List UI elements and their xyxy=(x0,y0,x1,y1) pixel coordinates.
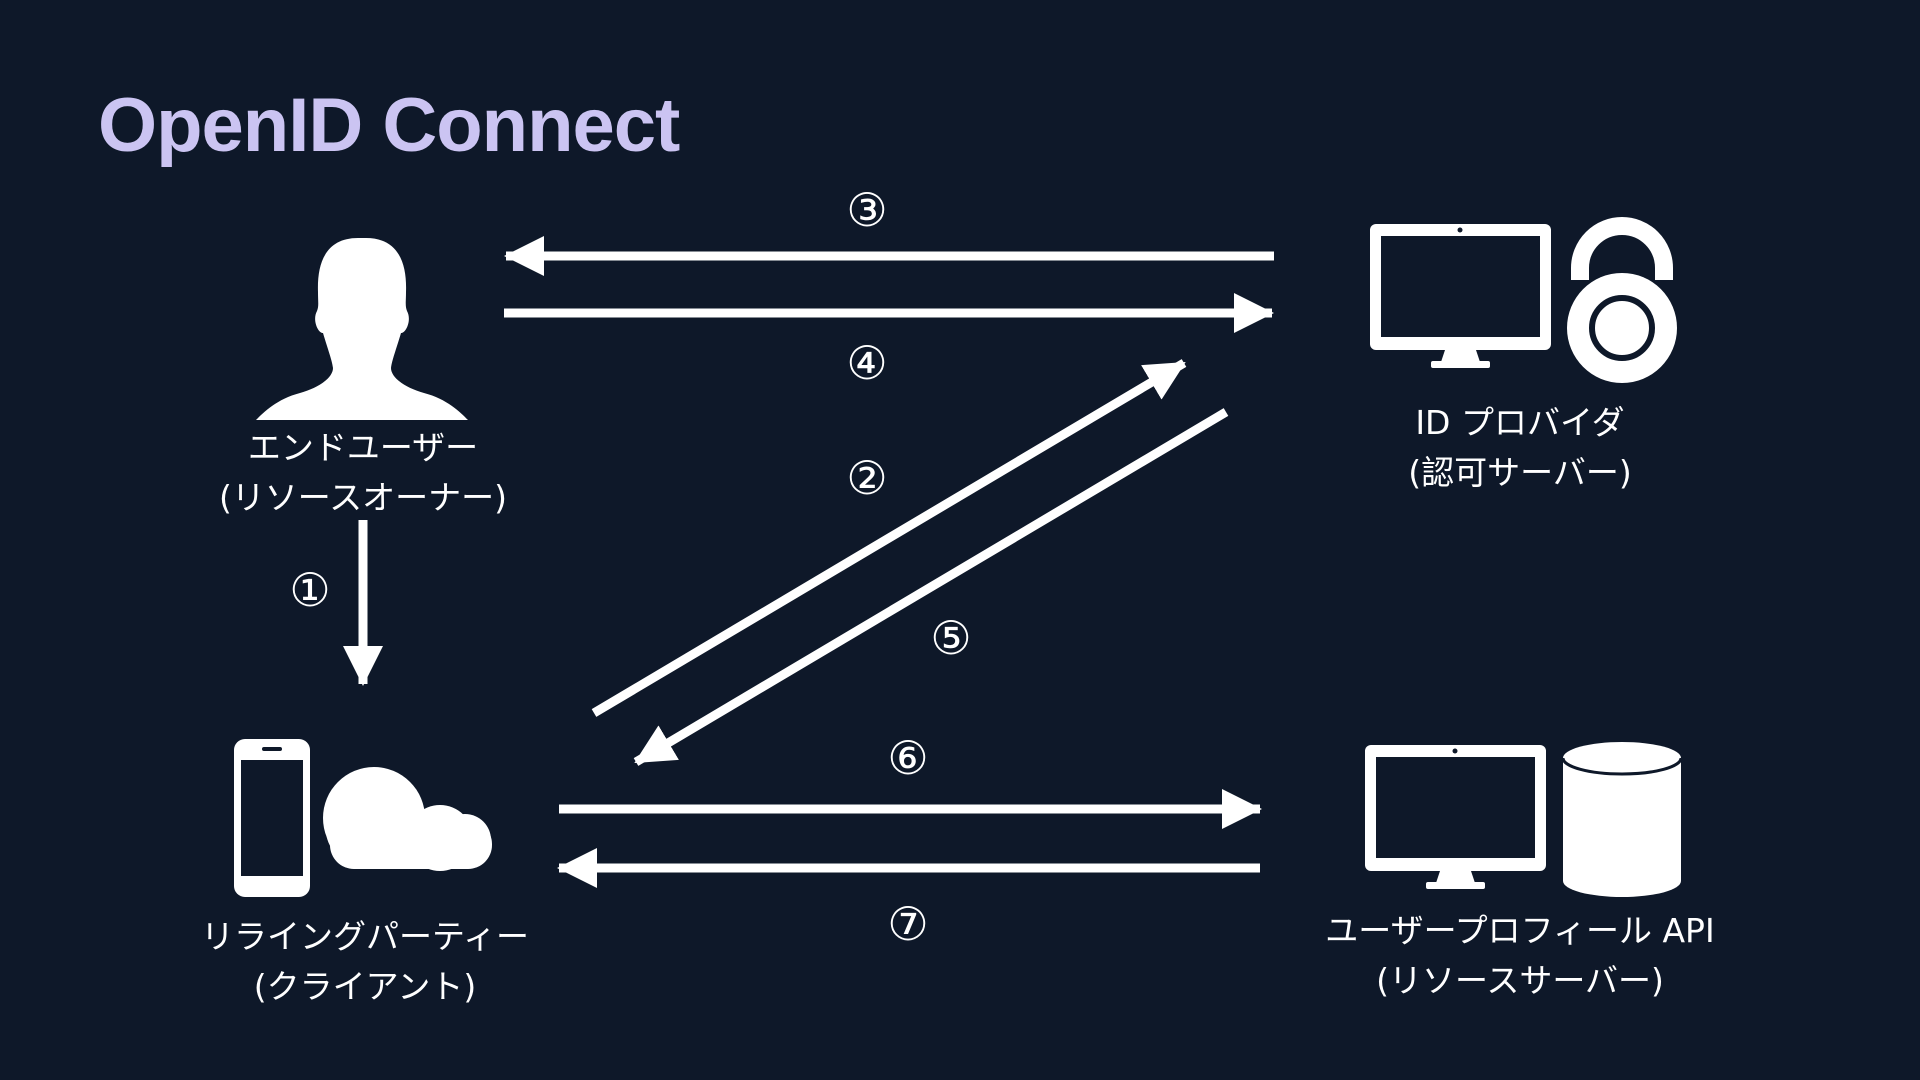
step-7-label: ⑦ xyxy=(887,897,929,951)
step-1-label: ① xyxy=(289,563,331,617)
diagram-title: OpenID Connect xyxy=(98,83,680,168)
arrow-step-2 xyxy=(591,359,1187,717)
api-monitor-icon xyxy=(1365,745,1546,889)
id-provider-name: ID プロバイダ xyxy=(1415,403,1625,442)
smartphone-icon xyxy=(234,739,310,897)
step-6-label: ⑥ xyxy=(887,731,929,785)
cloud-icon xyxy=(323,767,492,871)
end-user-role: (リソースオーナー) xyxy=(218,478,508,517)
relying-party-role: (クライアント) xyxy=(253,967,477,1006)
relying-party-name: リライングパーティー xyxy=(200,917,530,956)
end-user-label: エンドユーザー (リソースオーナー) xyxy=(183,423,543,523)
id-provider-label: ID プロバイダ (認可サーバー) xyxy=(1330,398,1710,498)
arrow-step-5 xyxy=(633,408,1229,766)
step-5-label: ⑤ xyxy=(930,611,972,665)
resource-server-role: (リソースサーバー) xyxy=(1376,961,1664,1000)
step-4-label: ④ xyxy=(846,336,888,390)
step-2-label: ② xyxy=(846,451,888,505)
end-user-name: エンドユーザー xyxy=(247,428,479,467)
idp-monitor-icon xyxy=(1370,224,1551,368)
resource-server-name: ユーザープロフィール API xyxy=(1325,911,1715,950)
person-icon xyxy=(256,238,468,420)
step-3-label: ③ xyxy=(846,183,888,237)
resource-server-label: ユーザープロフィール API (リソースサーバー) xyxy=(1280,906,1760,1006)
padlock-icon xyxy=(1567,217,1677,383)
id-provider-role: (認可サーバー) xyxy=(1408,453,1632,492)
database-icon xyxy=(1561,742,1683,897)
relying-party-label: リライングパーティー (クライアント) xyxy=(155,912,575,1012)
